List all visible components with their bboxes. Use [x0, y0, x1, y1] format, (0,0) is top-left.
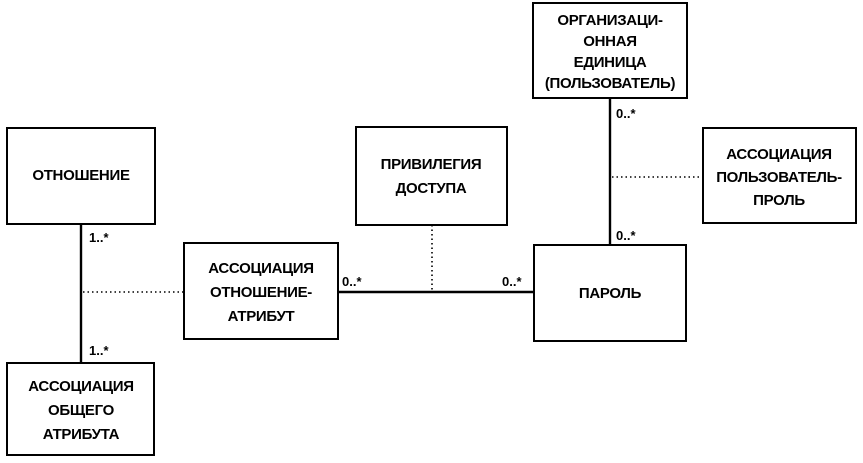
- svg-text:ПАРОЛЬ: ПАРОЛЬ: [579, 285, 642, 302]
- multiplicity-org-unit-end: 0..*: [616, 106, 636, 121]
- multiplicity-relation-end: 1..*: [89, 230, 109, 245]
- relation-attr-label-line-3: АТРИБУТ: [228, 308, 295, 325]
- svg-text:ОТНОШЕНИЕ-: ОТНОШЕНИЕ-: [210, 284, 312, 301]
- shared-attribute-association-box[interactable]: АССОЦИАЦИЯ ОБЩЕГО АТРИБУТА: [6, 362, 155, 456]
- org-unit-label-line-1: ОРГАНИЗАЦИ-: [557, 12, 663, 29]
- organizational-unit-box[interactable]: ОРГАНИЗАЦИ- ОННАЯ ЕДИНИЦА (ПОЛЬЗОВАТЕЛЬ): [532, 2, 688, 99]
- svg-text:0..*: 0..*: [342, 274, 362, 289]
- user-role-label-line-3: ПРОЛЬ: [753, 192, 805, 209]
- user-role-association-box[interactable]: АССОЦИАЦИЯ ПОЛЬЗОВАТЕЛЬ- ПРОЛЬ: [702, 127, 857, 224]
- relation-label-line: ОТНОШЕНИЕ: [32, 167, 130, 184]
- svg-text:ПРОЛЬ: ПРОЛЬ: [753, 192, 805, 209]
- svg-text:АССОЦИАЦИЯ: АССОЦИАЦИЯ: [208, 260, 314, 277]
- access-privilege-label-line-1: ПРИВИЛЕГИЯ: [381, 156, 482, 173]
- shared-attr-label-line-3: АТРИБУТА: [43, 426, 120, 443]
- svg-text:АТРИБУТ: АТРИБУТ: [228, 308, 295, 325]
- svg-text:АССОЦИАЦИЯ: АССОЦИАЦИЯ: [726, 146, 832, 163]
- relation-attr-label-line-1: АССОЦИАЦИЯ: [208, 260, 314, 277]
- svg-text:ЕДИНИЦА: ЕДИНИЦА: [574, 54, 647, 71]
- org-unit-label-line-3: ЕДИНИЦА: [574, 54, 647, 71]
- svg-text:ПОЛЬЗОВАТЕЛЬ-: ПОЛЬЗОВАТЕЛЬ-: [716, 169, 842, 186]
- shared-attr-label-line-1: АССОЦИАЦИЯ: [28, 378, 134, 395]
- password-label-line: ПАРОЛЬ: [579, 285, 642, 302]
- svg-text:АССОЦИАЦИЯ: АССОЦИАЦИЯ: [28, 378, 134, 395]
- multiplicity-password-left-end: 0..*: [502, 274, 522, 289]
- svg-text:ОРГАНИЗАЦИ-: ОРГАНИЗАЦИ-: [557, 12, 663, 29]
- svg-text:ОННАЯ: ОННАЯ: [583, 33, 636, 50]
- svg-text:ПРИВИЛЕГИЯ: ПРИВИЛЕГИЯ: [381, 156, 482, 173]
- shared-attr-label-line-2: ОБЩЕГО: [48, 402, 115, 419]
- multiplicity-password-top-end: 0..*: [616, 228, 636, 243]
- svg-text:(ПОЛЬЗОВАТЕЛЬ): (ПОЛЬЗОВАТЕЛЬ): [545, 75, 676, 92]
- access-privilege-box[interactable]: ПРИВИЛЕГИЯ ДОСТУПА: [355, 126, 508, 226]
- svg-text:ДОСТУПА: ДОСТУПА: [396, 180, 467, 197]
- svg-text:АТРИБУТА: АТРИБУТА: [43, 426, 120, 443]
- svg-text:1..*: 1..*: [89, 230, 109, 245]
- relation-attr-label-line-2: ОТНОШЕНИЕ-: [210, 284, 312, 301]
- svg-text:0..*: 0..*: [616, 106, 636, 121]
- svg-text:0..*: 0..*: [616, 228, 636, 243]
- svg-text:0..*: 0..*: [502, 274, 522, 289]
- multiplicity-shared-attr-end: 1..*: [89, 343, 109, 358]
- password-box[interactable]: ПАРОЛЬ: [533, 244, 687, 342]
- relation-box[interactable]: ОТНОШЕНИЕ: [6, 127, 156, 225]
- user-role-label-line-2: ПОЛЬЗОВАТЕЛЬ-: [716, 169, 842, 186]
- relation-attribute-association-box[interactable]: АССОЦИАЦИЯ ОТНОШЕНИЕ- АТРИБУТ: [183, 242, 339, 340]
- access-privilege-label-line-2: ДОСТУПА: [396, 180, 467, 197]
- org-unit-label-line-4: (ПОЛЬЗОВАТЕЛЬ): [545, 75, 676, 92]
- org-unit-label-line-2: ОННАЯ: [583, 33, 636, 50]
- svg-text:ОБЩЕГО: ОБЩЕГО: [48, 402, 115, 419]
- multiplicity-relation-attr-end: 0..*: [342, 274, 362, 289]
- user-role-label-line-1: АССОЦИАЦИЯ: [726, 146, 832, 163]
- svg-text:1..*: 1..*: [89, 343, 109, 358]
- svg-text:ОТНОШЕНИЕ: ОТНОШЕНИЕ: [32, 167, 130, 184]
